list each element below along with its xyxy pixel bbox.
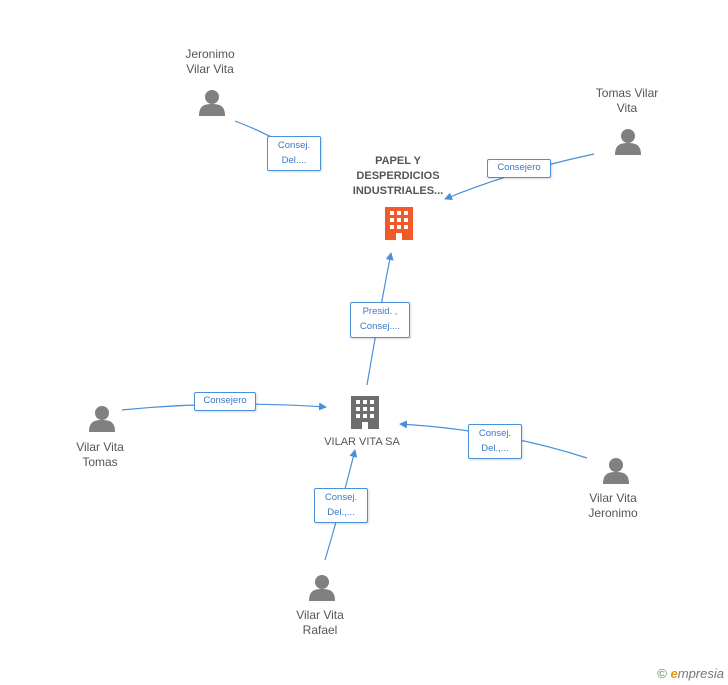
brand-logo-text: mpresia xyxy=(677,666,724,681)
person-name-line: Vita xyxy=(616,101,638,115)
brand-footer[interactable]: © empresia xyxy=(657,666,724,681)
company-name-line: INDUSTRIALES... xyxy=(352,185,444,197)
edge-label-line: Presid. , xyxy=(362,306,398,317)
person-name-line: Rafael xyxy=(302,623,338,637)
company-name-line: PAPEL Y xyxy=(375,155,421,167)
edge-label-line: Consej. xyxy=(324,492,358,503)
person-name-vilar-vita-rafael[interactable]: Vilar Vita Rafael xyxy=(270,608,370,638)
person-name-line: Tomas Vilar xyxy=(595,86,659,100)
person-icon[interactable] xyxy=(603,458,629,484)
company-name-line: DESPERDICIOS xyxy=(356,170,440,182)
person-icon[interactable] xyxy=(615,129,641,155)
edge-label-consej-del[interactable]: Consej. Del.,... xyxy=(314,488,368,523)
person-name-line: Jeronimo xyxy=(185,47,235,61)
edge-label-presid-consej[interactable]: Presid. , Consej.... xyxy=(350,302,410,338)
edge-label-line: Del.,... xyxy=(481,443,509,454)
person-name-line: Vilar Vita xyxy=(589,491,637,505)
edge-label-line: Consej. xyxy=(277,140,311,151)
company-name-vilar[interactable]: VILAR VITA SA xyxy=(324,436,400,448)
edge-label-line: Consejero xyxy=(203,395,247,406)
person-icon[interactable] xyxy=(89,406,115,432)
building-icon[interactable] xyxy=(351,396,379,429)
person-name-line: Tomas xyxy=(82,455,118,469)
person-name-line: Vilar Vita xyxy=(296,608,344,622)
copyright-symbol: © xyxy=(657,666,667,681)
person-icon[interactable] xyxy=(199,90,225,116)
company-name-main[interactable]: PAPEL Y DESPERDICIOS INDUSTRIALES... xyxy=(330,154,466,199)
person-name-vilar-vita-tomas[interactable]: Vilar Vita Tomas xyxy=(50,440,150,470)
person-name-jeronimo-vilar-vita[interactable]: Jeronimo Vilar Vita xyxy=(160,47,260,77)
edge-label-line: Del.,... xyxy=(327,507,355,518)
edge-label-line: Del.... xyxy=(281,155,307,166)
edge-label-line: Consejero xyxy=(497,162,541,173)
person-name-line: Vilar Vita xyxy=(76,440,124,454)
person-icon[interactable] xyxy=(309,575,335,601)
edge-label-consejero[interactable]: Consejero xyxy=(194,392,256,411)
edge-label-consejero[interactable]: Consejero xyxy=(487,159,551,178)
edge-label-consej-del[interactable]: Consej. Del.... xyxy=(267,136,321,171)
building-icon[interactable] xyxy=(385,207,413,240)
person-name-line: Jeronimo xyxy=(588,506,638,520)
brand-logo-initial: e xyxy=(670,666,678,681)
edge-label-consej-del[interactable]: Consej. Del.,... xyxy=(468,424,522,459)
person-name-line: Vilar Vita xyxy=(186,62,234,76)
edge-label-line: Consej.... xyxy=(359,321,401,332)
person-name-vilar-vita-jeronimo[interactable]: Vilar Vita Jeronimo xyxy=(563,491,663,521)
edge-label-line: Consej. xyxy=(478,428,512,439)
person-name-tomas-vilar-vita[interactable]: Tomas Vilar Vita xyxy=(577,86,677,116)
